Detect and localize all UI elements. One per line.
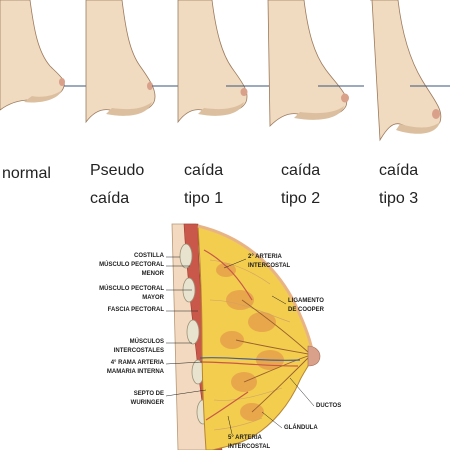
label-glandula: GLÁNDULA bbox=[284, 425, 318, 431]
rib bbox=[186, 319, 200, 345]
profile-shading bbox=[294, 106, 344, 120]
leader-ligamento bbox=[271, 295, 287, 305]
stage-label-tipo-2: caída tipo 2 bbox=[281, 162, 321, 207]
breast-skin bbox=[197, 224, 314, 351]
label-arteria-2: 2° ARTERIA INTERCOSTAL bbox=[248, 254, 291, 269]
label-arteria-5: 5° ARTERIA INTERCOSTAL bbox=[228, 435, 271, 450]
ligament bbox=[213, 417, 263, 431]
leader-arteria-2 bbox=[223, 258, 247, 269]
profile-shading bbox=[106, 102, 152, 116]
nipple bbox=[147, 82, 153, 90]
artery-4 bbox=[199, 361, 299, 367]
rib bbox=[179, 243, 193, 269]
lobule bbox=[220, 331, 244, 349]
profile-tipo-1 bbox=[177, 0, 272, 124]
artery-2 bbox=[203, 249, 253, 301]
artery-5 bbox=[205, 391, 249, 421]
label-fascia-pectoral: FASCIA PECTORAL bbox=[107, 307, 164, 313]
profile-skin bbox=[370, 0, 442, 142]
stage-label-pseudo: Pseudo caída bbox=[90, 162, 145, 207]
label-ligamento-cooper: LIGAMENTO DE COOPER bbox=[288, 298, 325, 313]
leader-rama-arteria bbox=[165, 361, 203, 365]
nipple bbox=[59, 78, 65, 86]
profile-skin bbox=[177, 0, 248, 124]
nipple bbox=[432, 109, 440, 119]
ligament bbox=[209, 259, 271, 285]
vessels bbox=[199, 249, 301, 421]
lobule bbox=[226, 290, 254, 310]
leader-lines bbox=[165, 256, 315, 435]
nipple bbox=[341, 93, 349, 103]
profile-shading bbox=[198, 102, 244, 116]
profile-pseudo bbox=[85, 0, 180, 124]
label-musculo-pectoral-menor: MÚSCULO PECTORAL MENOR bbox=[99, 262, 164, 277]
label-musculos-intercostales: MÚSCULOS INTERCOSTALES bbox=[113, 339, 164, 354]
ptosis-profiles bbox=[0, 0, 450, 142]
duct bbox=[251, 357, 309, 413]
lobule bbox=[216, 263, 236, 277]
vein-4 bbox=[199, 357, 301, 361]
profile-tipo-2 bbox=[267, 0, 364, 127]
breast-cross-section bbox=[165, 223, 321, 451]
stage-label-tipo-3: caída tipo 3 bbox=[379, 162, 419, 207]
ribs bbox=[179, 243, 210, 425]
label-septo: SEPTO DE WURINGER bbox=[130, 391, 164, 406]
leader-septo bbox=[165, 389, 207, 397]
ducts bbox=[235, 299, 309, 413]
label-rama-arteria: 4° RAMA ARTERIA MAMARIA INTERNA bbox=[106, 360, 164, 375]
leader-glandula bbox=[261, 411, 283, 429]
nipple bbox=[307, 345, 321, 367]
ligament bbox=[209, 299, 291, 323]
leader-ductos bbox=[289, 377, 315, 407]
duct bbox=[243, 355, 309, 383]
profile-skin bbox=[85, 0, 156, 124]
label-costilla: COSTILLA bbox=[134, 253, 164, 259]
profile-shading bbox=[24, 90, 62, 103]
label-ductos: DUCTOS bbox=[316, 403, 342, 409]
duct bbox=[241, 299, 309, 353]
nipple bbox=[240, 88, 248, 96]
profile-tipo-3 bbox=[370, 0, 450, 142]
stage-label-normal: normal bbox=[2, 165, 51, 182]
profile-skin bbox=[267, 0, 348, 127]
label-musculo-pectoral-mayor: MÚSCULO PECTORAL MAYOR bbox=[99, 286, 164, 301]
profile-shading bbox=[396, 122, 440, 134]
stage-label-tipo-1: caída tipo 1 bbox=[184, 162, 224, 207]
lobule bbox=[248, 312, 276, 332]
duct bbox=[235, 339, 309, 355]
leader-arteria-5 bbox=[227, 415, 233, 435]
profile-skin bbox=[0, 0, 65, 111]
profile-normal bbox=[0, 0, 91, 111]
